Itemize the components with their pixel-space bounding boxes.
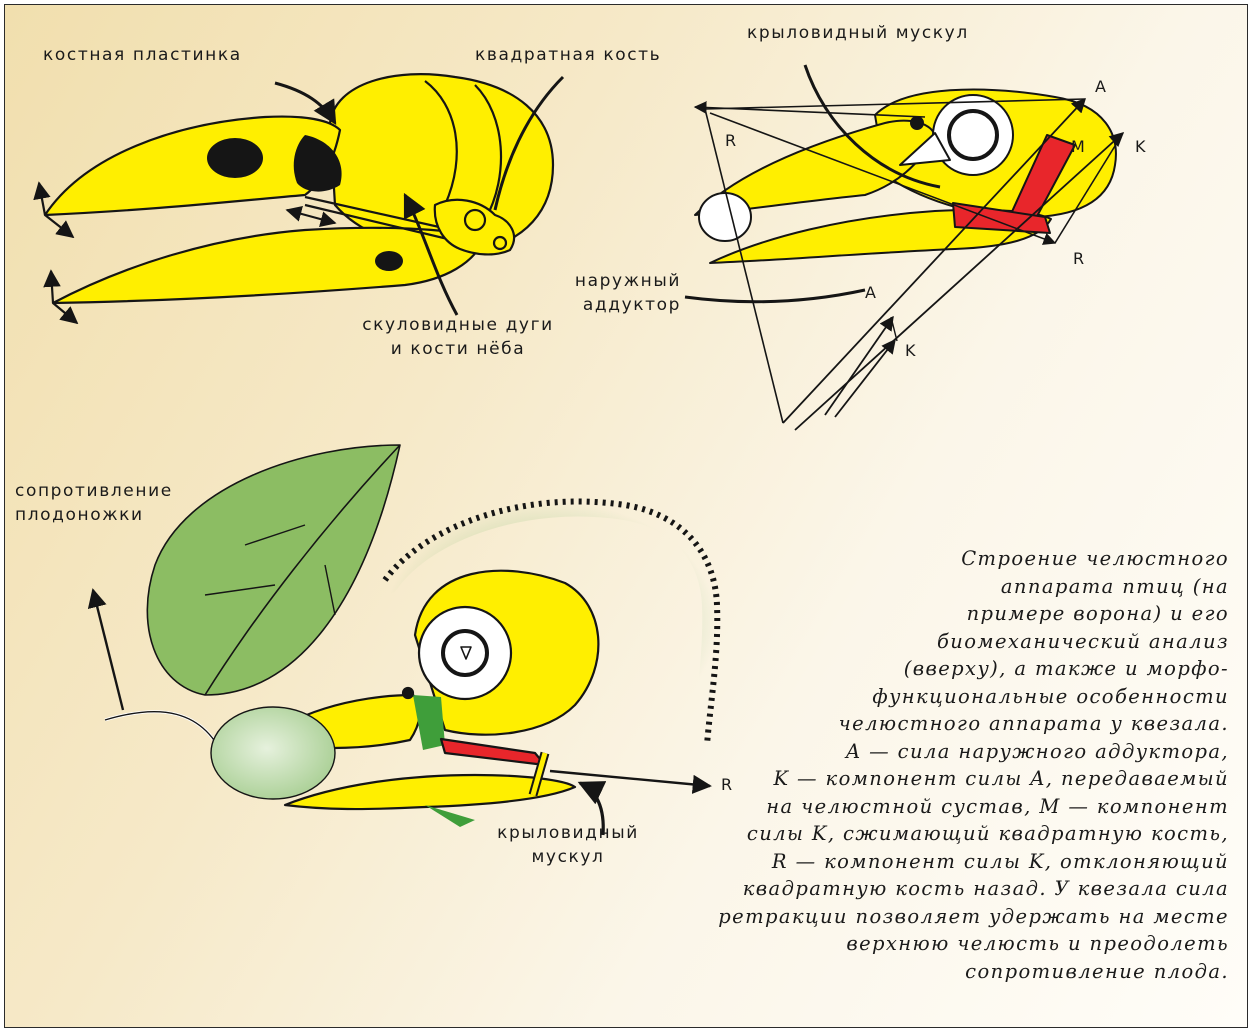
label-zygomatic-1: скуловидные дуги (353, 315, 563, 335)
caption-line: на челюстной сустав, M — компонент (669, 793, 1229, 821)
raven-skull-diagram (39, 74, 563, 323)
caption-line: A — сила наружного аддуктора, (669, 738, 1229, 766)
label-pterygoid-bottom-2: мускул (483, 847, 653, 867)
force-letter-A-mid: A (865, 283, 876, 302)
force-letter-K-low: K (905, 341, 916, 360)
force-letter-R-lower: R (1073, 249, 1084, 268)
label-adductor-1: наружный (545, 271, 681, 291)
figure-caption: Строение челюстного аппарата птиц (на пр… (669, 545, 1229, 985)
biomechanical-diagram (685, 65, 1123, 430)
caption-line: R — компонент силы K, отклоняющий (669, 848, 1229, 876)
caption-line: (вверху), а также и морфо- (669, 655, 1229, 683)
quetzal-diagram (93, 445, 717, 835)
force-letter-M: M (1071, 137, 1085, 156)
caption-line: квадратную кость назад. У квезала сила (669, 875, 1229, 903)
caption-line: Строение челюстного (669, 545, 1229, 573)
caption-line: челюстного аппарата у квезала. (669, 710, 1229, 738)
caption-line: аппарата птиц (на (669, 573, 1229, 601)
caption-line: силы K, сжимающий квадратную кость, (669, 820, 1229, 848)
force-letter-K: K (1135, 137, 1146, 156)
label-resistance-2: плодоножки (15, 505, 144, 525)
force-letter-R-upper: R (725, 131, 736, 150)
label-zygomatic-2: и кости нёба (353, 339, 563, 359)
caption-line: верхнюю челюсть и преодолеть (669, 930, 1229, 958)
label-quadrate-bone: квадратная кость (475, 45, 661, 65)
raven-lower-beak (53, 228, 485, 303)
caption-line: примере ворона) и его (669, 600, 1229, 628)
figure-frame: костная пластинка квадратная кость скуло… (4, 4, 1248, 1028)
label-resistance-1: сопротивление (15, 481, 173, 501)
caption-line: биомеханический анализ (669, 628, 1229, 656)
label-adductor-2: аддуктор (545, 295, 681, 315)
label-pterygoid-top: крыловидный мускул (747, 23, 969, 43)
leaf (147, 445, 400, 695)
caption-line: ретракции позволяет удержать на месте (669, 903, 1229, 931)
caption-line: сопротивление плода. (669, 958, 1229, 986)
label-pterygoid-bottom-1: крыловидный (483, 823, 653, 843)
label-bone-plate: костная пластинка (43, 45, 242, 65)
fruit (211, 707, 335, 799)
caption-line: K — компонент силы A, передаваемый (669, 765, 1229, 793)
caption-line: функциональные особенности (669, 683, 1229, 711)
force-letter-A: A (1095, 77, 1106, 96)
